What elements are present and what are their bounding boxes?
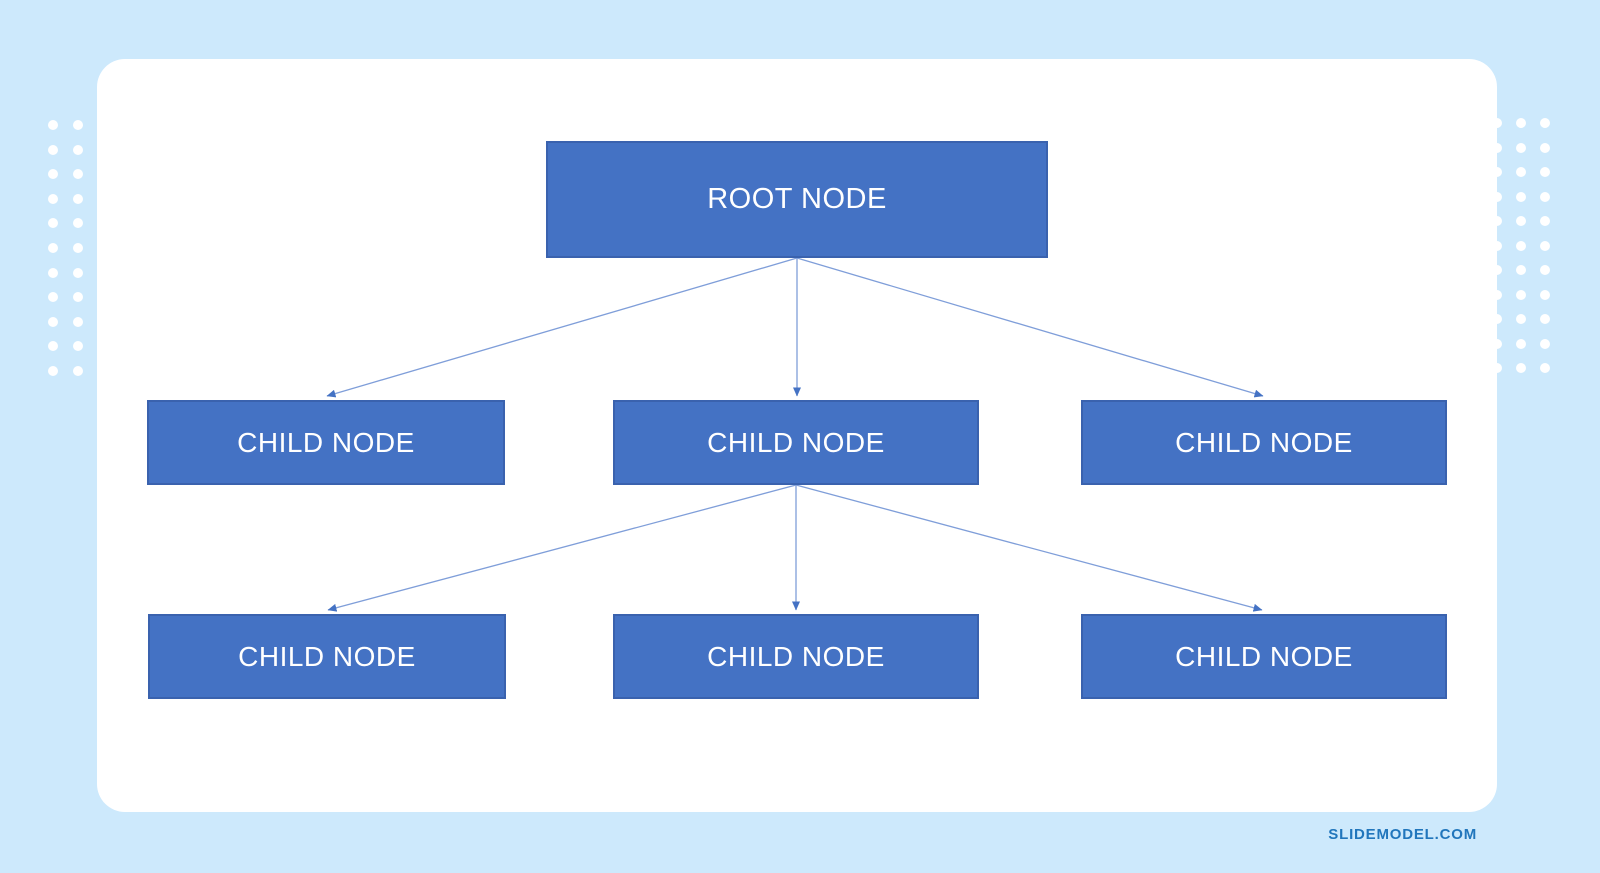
dot xyxy=(1492,216,1502,226)
dot xyxy=(1492,363,1502,373)
dot xyxy=(1492,314,1502,324)
dot xyxy=(1516,314,1526,324)
node-label: CHILD NODE xyxy=(1175,640,1353,672)
dot xyxy=(1516,240,1526,251)
dot xyxy=(1516,191,1526,202)
dot xyxy=(1516,363,1526,373)
dot xyxy=(1516,216,1526,226)
dot xyxy=(73,120,83,130)
dot xyxy=(1540,142,1550,153)
dot xyxy=(1492,338,1502,349)
dot xyxy=(73,193,83,204)
dot xyxy=(48,144,58,155)
dot xyxy=(1492,191,1502,202)
dot xyxy=(48,243,58,253)
node-label: CHILD NODE xyxy=(237,426,415,458)
connector-root-to-child3 xyxy=(796,257,1264,398)
dot xyxy=(1516,118,1526,128)
dot xyxy=(1492,118,1502,128)
dot xyxy=(73,218,83,229)
connector-child2-to-child6 xyxy=(795,484,1263,612)
dot xyxy=(48,169,58,180)
dot xyxy=(73,243,83,253)
node-child-level2-center[interactable]: CHILD NODE xyxy=(613,614,979,699)
dot xyxy=(1540,216,1550,226)
dot xyxy=(48,292,58,303)
dot xyxy=(73,316,83,327)
dot xyxy=(1492,167,1502,177)
dot xyxy=(1516,265,1526,275)
dot xyxy=(73,267,83,278)
dot xyxy=(1492,289,1502,300)
dot xyxy=(48,120,58,130)
node-child-level1-right[interactable]: CHILD NODE xyxy=(1081,400,1447,485)
node-child-level2-left[interactable]: CHILD NODE xyxy=(148,614,506,699)
connector-root-to-child1 xyxy=(326,257,798,398)
dot xyxy=(1540,338,1550,349)
dot xyxy=(1540,240,1550,251)
dot xyxy=(1492,240,1502,251)
node-child-level1-left[interactable]: CHILD NODE xyxy=(147,400,505,485)
dot xyxy=(1492,142,1502,153)
dot xyxy=(1540,314,1550,324)
dot xyxy=(1516,338,1526,349)
node-child-level1-center[interactable]: CHILD NODE xyxy=(613,400,979,485)
dot xyxy=(73,144,83,155)
dot xyxy=(1540,118,1550,128)
dot xyxy=(73,169,83,180)
dot xyxy=(73,292,83,303)
dot xyxy=(1540,167,1550,177)
dot-pattern-right xyxy=(1492,118,1552,378)
connector-child2-to-child4 xyxy=(327,484,797,612)
dot xyxy=(48,341,58,352)
node-child-level2-right[interactable]: CHILD NODE xyxy=(1081,614,1447,699)
node-label: CHILD NODE xyxy=(1175,426,1353,458)
dot xyxy=(48,267,58,278)
dot xyxy=(48,218,58,229)
node-label: CHILD NODE xyxy=(238,640,416,672)
dot xyxy=(73,366,83,376)
dot xyxy=(48,366,58,376)
watermark-text: SLIDEMODEL.COM xyxy=(1328,826,1477,843)
slide-card: ROOT NODE CHILD NODE CHILD NODE CHILD NO… xyxy=(97,59,1497,812)
dot xyxy=(73,341,83,352)
dot xyxy=(1540,363,1550,373)
node-root-label: ROOT NODE xyxy=(707,183,887,215)
dot xyxy=(1492,265,1502,275)
node-root[interactable]: ROOT NODE xyxy=(546,141,1048,258)
dot xyxy=(1540,289,1550,300)
dot xyxy=(48,316,58,327)
dot xyxy=(1516,167,1526,177)
dot-pattern-left xyxy=(48,120,88,380)
dot xyxy=(1540,265,1550,275)
dot xyxy=(1516,142,1526,153)
node-label: CHILD NODE xyxy=(707,426,885,458)
dot xyxy=(1516,289,1526,300)
dot xyxy=(1540,191,1550,202)
dot xyxy=(48,193,58,204)
node-label: CHILD NODE xyxy=(707,640,885,672)
connector-lines xyxy=(326,257,1264,612)
